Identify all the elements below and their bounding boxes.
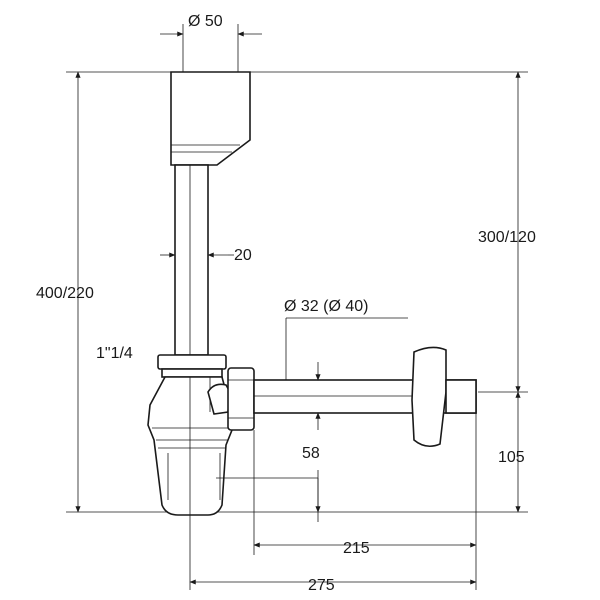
- label-105: 105: [498, 449, 525, 466]
- dimension-400-220: 400/220: [36, 71, 183, 513]
- vertical-pipe: [174, 164, 209, 356]
- dimension-215: 215: [253, 413, 477, 590]
- label-300-120: 300/120: [478, 229, 536, 246]
- label-diameter-50: Ø 50: [188, 13, 223, 30]
- bottle-trap: [147, 376, 235, 516]
- top-cup: [170, 71, 251, 166]
- label-58: 58: [302, 445, 320, 462]
- outlet-nut: [227, 367, 255, 431]
- label-thread: 1"1/4: [96, 345, 133, 362]
- dimension-pipe-diameter: Ø 32 (Ø 40): [284, 298, 408, 430]
- label-pipe-diameter: Ø 32 (Ø 40): [284, 298, 368, 315]
- label-275: 275: [308, 577, 335, 594]
- dimension-58: 58: [216, 445, 321, 522]
- label-400-220: 400/220: [36, 285, 94, 302]
- dimension-diameter-50: Ø 50: [160, 13, 262, 72]
- thread-nut: 1"1/4: [96, 345, 227, 378]
- wall-rosette: [411, 346, 477, 448]
- dimension-300-120: 300/120: [238, 71, 536, 393]
- dimension-275: 275: [189, 512, 477, 594]
- label-215: 215: [343, 540, 370, 557]
- label-20: 20: [234, 247, 252, 264]
- dimension-20: 20: [160, 247, 252, 264]
